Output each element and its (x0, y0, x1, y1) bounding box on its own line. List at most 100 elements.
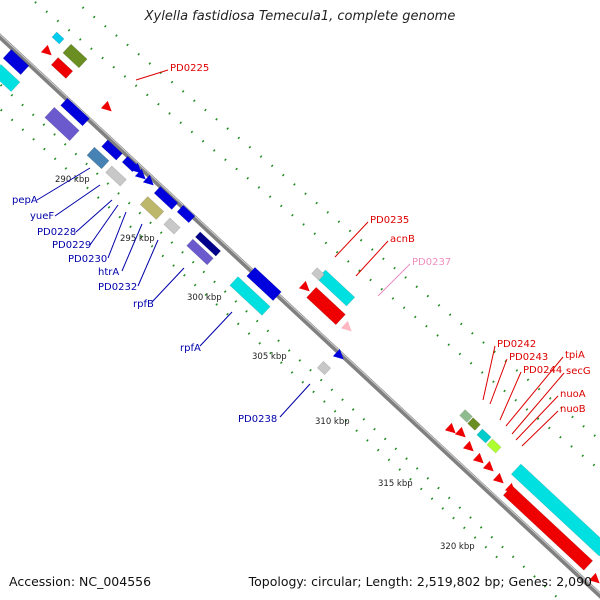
leader-tpiA (505, 356, 564, 427)
leader-nuoA (515, 395, 559, 441)
topology-summary: Topology: circular; Length: 2,519,802 bp… (248, 574, 592, 589)
arrow-pink-1 (340, 320, 352, 332)
gene-label-rpfA: rpfA (180, 343, 201, 354)
gene-block-blue-6 (153, 186, 179, 210)
backbone-highlight (0, 33, 600, 595)
gene-block-cyan-5 (476, 428, 492, 444)
map-title: Xylella fastidiosa Temecula1, complete g… (144, 9, 456, 24)
leader-nuoB (521, 410, 559, 447)
gene-block-red-2 (306, 286, 346, 326)
gene-label-htrA: htrA (98, 267, 119, 278)
gene-label-yueF: yueF (30, 211, 54, 222)
tick-label: 295 kbp (120, 234, 155, 244)
arrow-blue-4 (332, 348, 344, 360)
tick-label: 310 kbp (315, 417, 350, 427)
arrow-blue-1 (134, 168, 146, 180)
gene-block-blue-7 (246, 266, 282, 302)
gene-label-nuoB: nuoB (560, 404, 586, 415)
arrow-red-2 (40, 44, 52, 56)
tick-label: 305 kbp (252, 352, 287, 362)
arrow-red-1 (100, 100, 112, 112)
arrow-red-5 (454, 426, 466, 438)
gene-label-PD0243: PD0243 (509, 352, 548, 363)
tick-label: 320 kbp (440, 542, 475, 552)
gene-label-PD0237: PD0237 (412, 257, 451, 268)
leader-PD0238 (279, 383, 311, 418)
arrow-red-11 (588, 572, 600, 584)
leader-acnB (355, 240, 389, 277)
gene-label-nuoA: nuoA (560, 389, 586, 400)
leader-PD0235 (334, 221, 369, 258)
leader-yueF (54, 184, 101, 217)
gene-label-rpfB: rpfB (133, 299, 154, 310)
accession-text: Accession: NC_004556 (9, 574, 152, 589)
kbp-ticks: 290 kbp 295 kbp 300 kbp 305 kbp 310 kbp 315 k… (55, 175, 475, 552)
gene-block-lime-1 (486, 438, 502, 454)
gene-label-pepA: pepA (12, 195, 38, 206)
gene-block-cyan-3 (229, 276, 271, 316)
gene-block-navy-1 (194, 231, 222, 257)
gene-block-blue-5 (176, 204, 196, 224)
arrow-red-9 (492, 472, 504, 484)
leader-rpfB (151, 267, 185, 303)
gene-label-acnB: acnB (390, 234, 415, 245)
tick-label: 300 kbp (187, 293, 222, 303)
gene-block-cyan-1 (0, 63, 21, 93)
arrow-red-3 (298, 280, 310, 292)
leader-PD0244 (499, 371, 522, 421)
gene-label-PD0225: PD0225 (170, 63, 209, 74)
gene-label-PD0229: PD0229 (52, 240, 91, 251)
gene-label-PD0238: PD0238 (238, 414, 277, 425)
gene-block-blue-2 (60, 97, 90, 127)
arrow-red-8 (482, 460, 494, 472)
arrow-red-6 (462, 440, 474, 452)
gene-block-sage-1 (459, 409, 473, 423)
genome-backbone (0, 33, 600, 599)
backbone-line (0, 33, 600, 599)
dotted-track-3 (0, 82, 561, 600)
gene-label-PD0242: PD0242 (497, 339, 536, 350)
gene-block-blue-3 (101, 139, 123, 161)
dotted-track-2 (0, 107, 501, 561)
gene-block-steel-1 (86, 146, 110, 170)
leader-PD0232 (137, 239, 159, 287)
gene-block-khaki-1 (139, 196, 165, 220)
tick-label: 290 kbp (55, 175, 90, 185)
dotted-track-1 (72, 0, 600, 441)
gene-block-grey-3 (311, 267, 325, 281)
arrow-red-10 (504, 482, 516, 494)
gene-block-slate-2 (186, 238, 214, 266)
gene-block-olive-1 (62, 43, 88, 69)
gene-block-olive-2 (467, 417, 481, 431)
arrow-red-4 (444, 422, 456, 434)
gene-label-PD0235: PD0235 (370, 215, 409, 226)
gene-block-grey-2 (163, 217, 181, 235)
tick-label: 315 kbp (378, 479, 413, 489)
leader-PD0242 (482, 345, 496, 401)
gene-labels: pepAyueFPD0228PD0229PD0230htrAPD0232rpfB… (12, 63, 591, 425)
gene-block-grey-1 (105, 165, 127, 187)
gene-label-tpiA: tpiA (565, 350, 585, 361)
gene-block-red-1 (50, 57, 74, 79)
arrow-red-7 (472, 452, 484, 464)
leader-PD0243 (489, 358, 508, 405)
gene-features (0, 31, 600, 584)
arrow-blue-2 (142, 174, 154, 186)
gene-label-PD0232: PD0232 (98, 282, 137, 293)
gene-block-slate-1 (44, 106, 80, 142)
leader-rpfA (199, 311, 233, 347)
gene-block-grey-4 (316, 360, 332, 376)
leader-PD0230 (107, 211, 127, 259)
leader-PD0228 (75, 199, 113, 233)
gene-block-blue-1 (2, 49, 30, 75)
gene-block-cyan-2 (51, 31, 65, 45)
gene-label-secG: secG (566, 366, 591, 377)
gene-label-PD0244: PD0244 (523, 365, 562, 376)
leader-PD0229 (89, 204, 119, 246)
arrow-blue-3 (130, 162, 142, 174)
gene-label-PD0228: PD0228 (37, 227, 76, 238)
label-leader-lines (36, 69, 565, 447)
leader-pepA (36, 167, 91, 201)
leader-htrA (121, 223, 143, 272)
